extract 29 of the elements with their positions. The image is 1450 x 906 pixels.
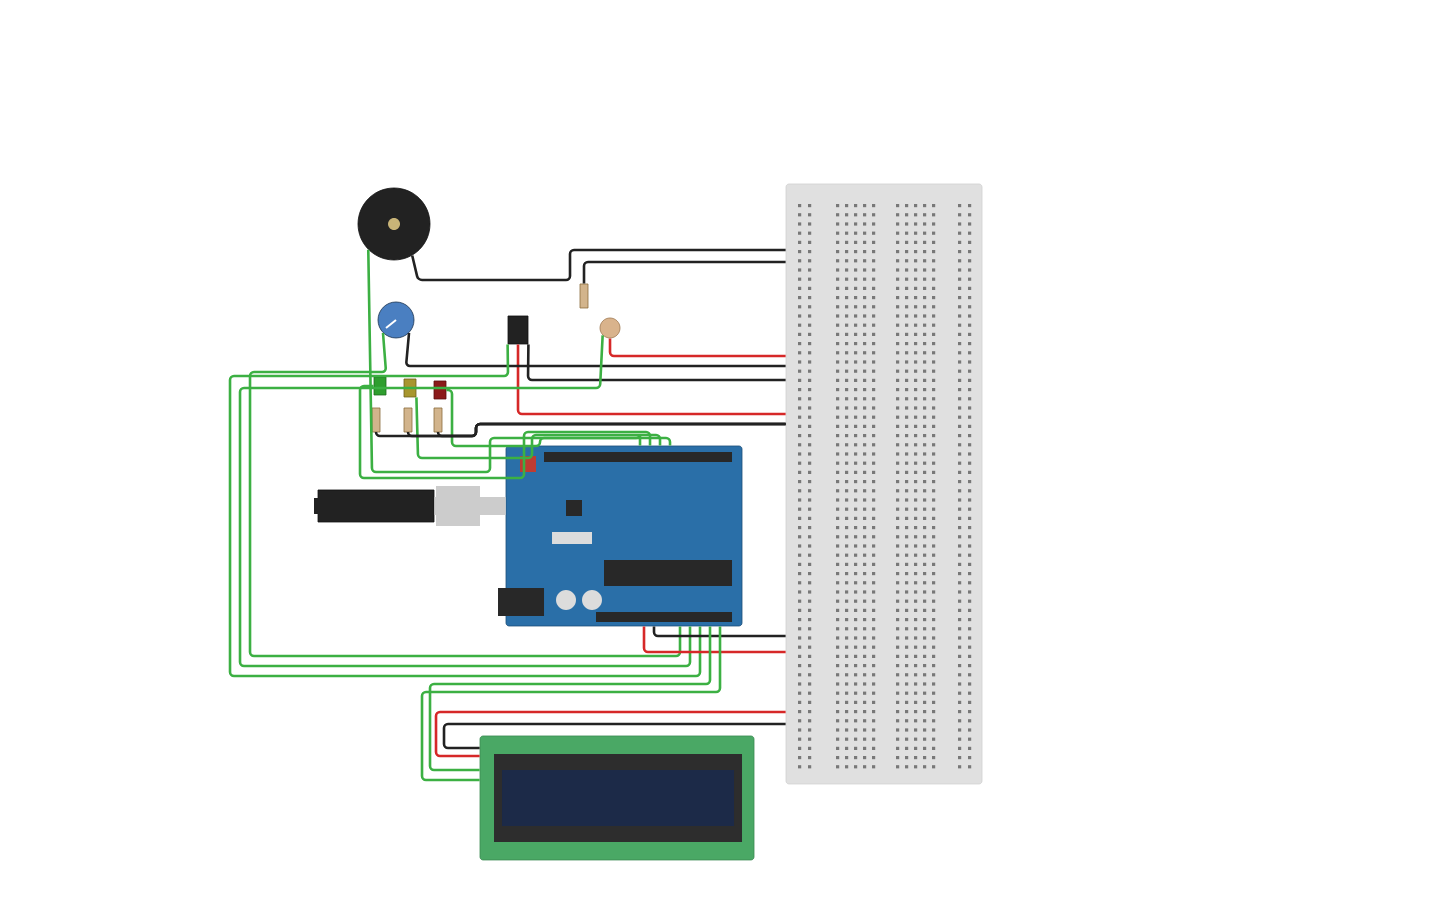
wire	[405, 332, 786, 368]
wire	[358, 384, 652, 480]
usb-cable	[434, 497, 506, 515]
wire	[526, 344, 786, 382]
wire	[642, 626, 786, 654]
resistor-drawing	[371, 407, 381, 433]
wire	[415, 397, 662, 460]
buzzer-drawing	[357, 187, 431, 261]
wire	[652, 626, 786, 638]
breadboard-drawing	[785, 183, 983, 785]
wire	[410, 248, 786, 282]
resistor-drawing	[433, 407, 443, 433]
potentiometer-drawing	[377, 301, 415, 339]
lcd-display-drawing	[479, 735, 755, 861]
wire	[367, 249, 642, 474]
led-drawing	[403, 378, 417, 398]
wire	[582, 260, 786, 284]
temperature-sensor-drawing	[507, 315, 529, 345]
microcontroller-board-drawing	[498, 445, 743, 627]
led-drawing	[433, 380, 447, 400]
wire	[608, 338, 786, 358]
resistor-drawing	[403, 407, 413, 433]
wire	[442, 722, 786, 750]
resistor-drawing	[579, 283, 589, 309]
wire	[446, 388, 672, 448]
usb-plug-drawing	[314, 486, 480, 526]
wire	[516, 344, 786, 416]
photoresistor-drawing	[599, 317, 621, 339]
wire	[434, 710, 786, 758]
